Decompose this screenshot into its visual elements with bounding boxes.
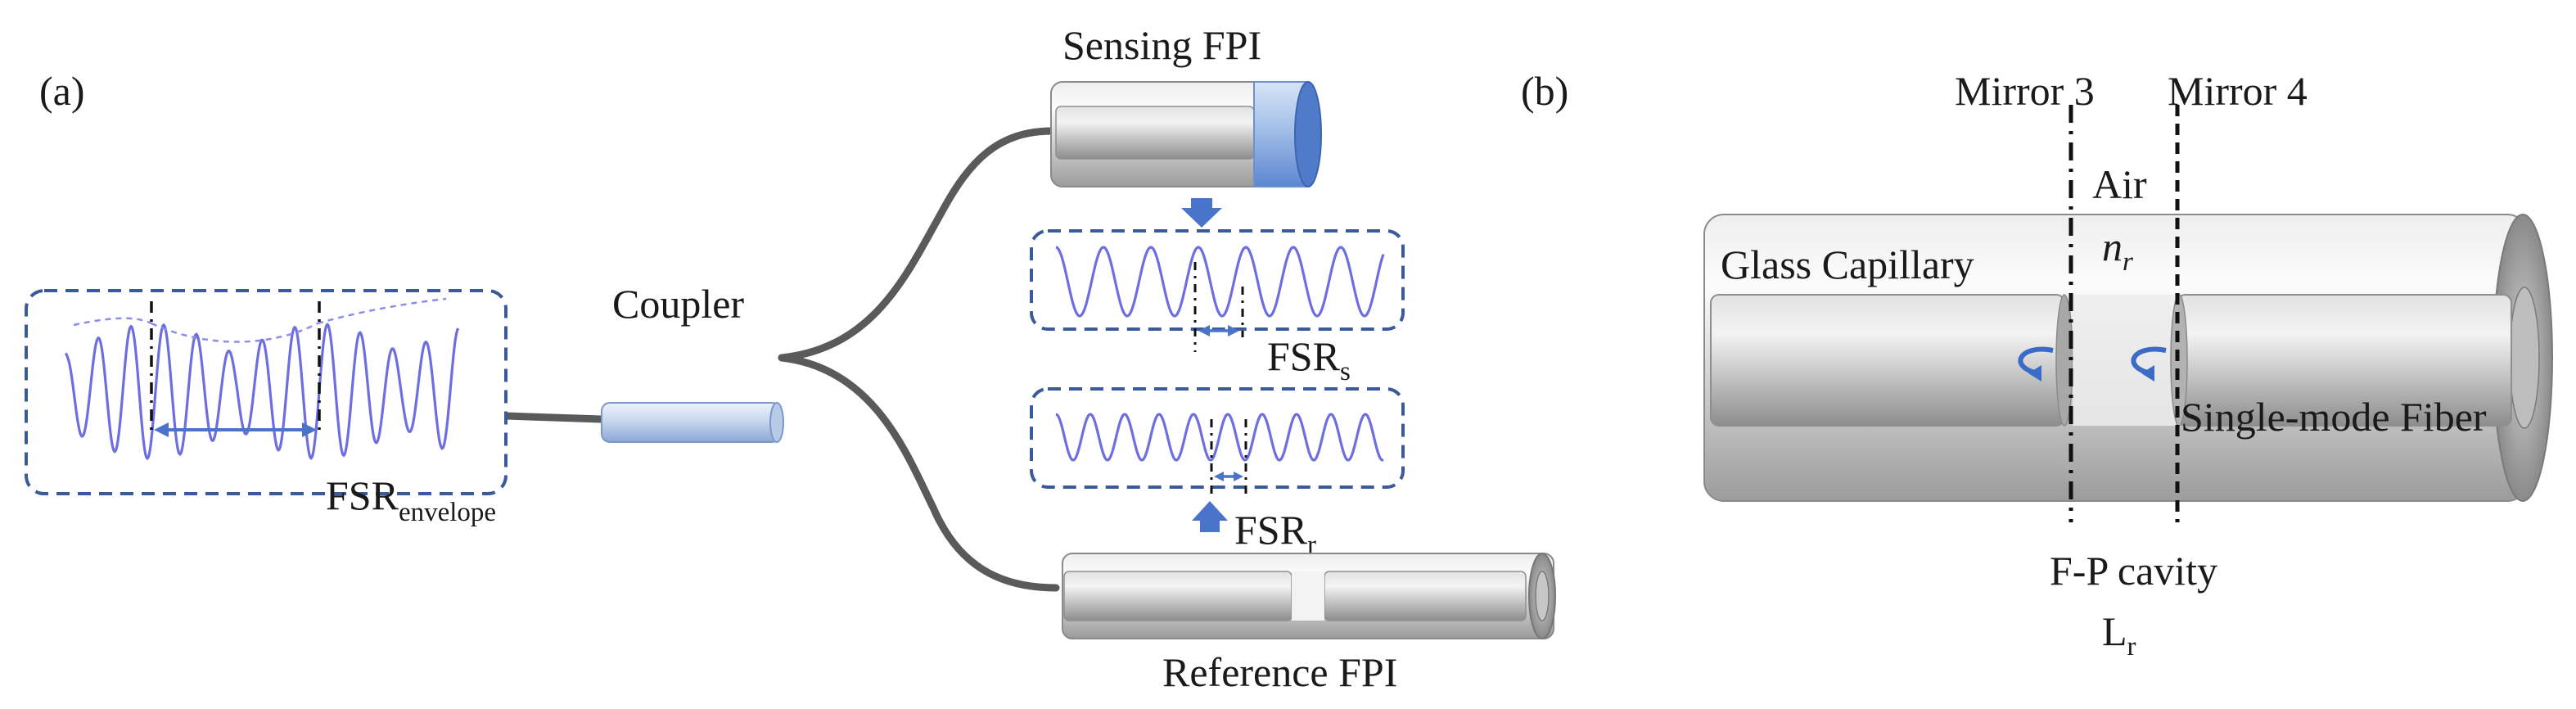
reflection-arrow-mirror-4 [2131, 346, 2167, 376]
sensing-spectrum-box [1030, 229, 1405, 331]
coupler-label: Coupler [612, 281, 744, 327]
envelope-curve [73, 297, 447, 343]
envelope-spectrum-wave [64, 323, 460, 461]
sensing-arrow [1181, 198, 1222, 228]
coupler-body [601, 402, 784, 443]
reference-arrow [1192, 501, 1228, 532]
fsr-envelope-arrowhead-left [154, 422, 169, 437]
single-mode-fiber-label: Single-mode Fiber [2181, 394, 2487, 440]
reference-spectrum-box [1030, 387, 1405, 489]
mirror-4-label: Mirror 4 [2168, 68, 2308, 114]
sensing-fpi-label: Sensing FPI [1062, 22, 1261, 68]
panel-b-label: (b) [1521, 68, 1568, 114]
fsr-r-arrowhead-right [1234, 472, 1243, 481]
envelope-spectrum-box [25, 289, 508, 495]
fp-cavity-label: F-P cavity [2050, 548, 2217, 594]
sensing-fpi [1050, 81, 1322, 187]
refractive-index-label: nr [2102, 224, 2133, 277]
fsr-r-label: FSRr [1234, 507, 1316, 560]
reflection-arrowhead-3 [2028, 365, 2041, 382]
reflection-arrowhead-4 [2141, 365, 2154, 382]
input-fiber [505, 412, 602, 423]
fsr-envelope-label: FSRenvelope [326, 472, 496, 527]
reference-arm-fiber [778, 354, 1060, 592]
mirror-3-label: Mirror 3 [1955, 68, 2095, 114]
glass-capillary-label: Glass Capillary [1721, 242, 1974, 287]
panel-a-label: (a) [39, 68, 85, 114]
fsr-s-arrowhead-right [1228, 325, 1239, 336]
fsr-s-label: FSRs [1267, 333, 1351, 386]
sensing-arm-fiber [778, 127, 1057, 362]
capillary-assembly [1703, 214, 2553, 502]
reflection-arrow-mirror-3 [2018, 346, 2054, 376]
cavity-length-label: Lr [2102, 608, 2136, 662]
reference-spectrum-wave [1055, 413, 1384, 462]
fsr-envelope-arrowhead-right [302, 422, 317, 437]
fsr-r-arrowhead-left [1214, 472, 1224, 481]
air-label: Air [2092, 161, 2147, 207]
reference-fpi-label: Reference FPI [1162, 649, 1397, 695]
fsr-s-arrowhead-left [1198, 325, 1210, 336]
sensing-spectrum-wave [1055, 246, 1385, 318]
reference-fpi [1062, 553, 1556, 639]
